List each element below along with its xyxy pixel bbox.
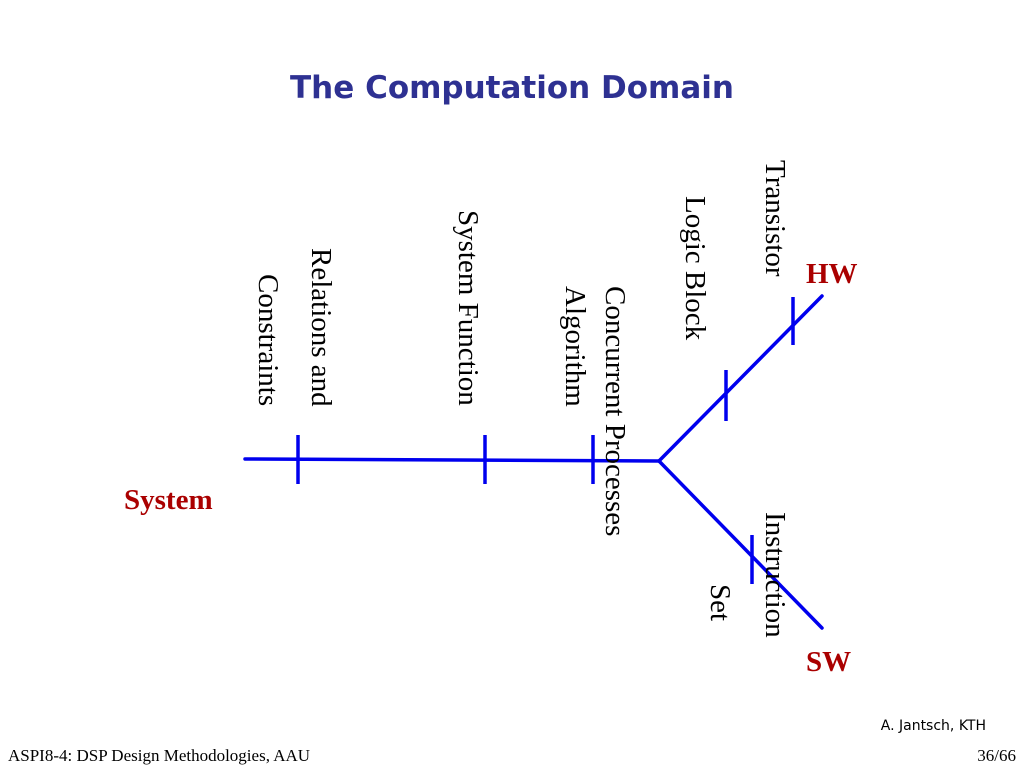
label-instruction-set-line2: Set xyxy=(704,584,736,621)
label-transistor: Transistor xyxy=(759,160,791,277)
label-relations-line2: Constraints xyxy=(252,274,284,406)
label-relations-line1: Relations and xyxy=(305,248,337,407)
system-label: System xyxy=(124,484,213,516)
label-concurrent-processes-line2: Algorithm xyxy=(559,286,591,407)
system-axis-line xyxy=(243,457,661,463)
sw-label: SW xyxy=(806,646,851,678)
footer-course: ASPI8-4: DSP Design Methodologies, AAU xyxy=(8,746,311,765)
slide-title: The Computation Domain xyxy=(290,70,734,106)
sw-branch-line xyxy=(657,459,824,630)
label-system-function: System Function xyxy=(452,210,484,406)
label-instruction-set-line1: Instruction xyxy=(759,512,791,638)
hw-label: HW xyxy=(806,258,858,290)
hw-branch-line xyxy=(657,294,824,463)
label-concurrent-processes-line1: Concurrent Processes xyxy=(599,286,631,536)
page-number: 36/66 xyxy=(977,746,1016,765)
author-credit: A. Jantsch, KTH xyxy=(880,718,986,734)
label-logic-block: Logic Block xyxy=(679,196,711,341)
